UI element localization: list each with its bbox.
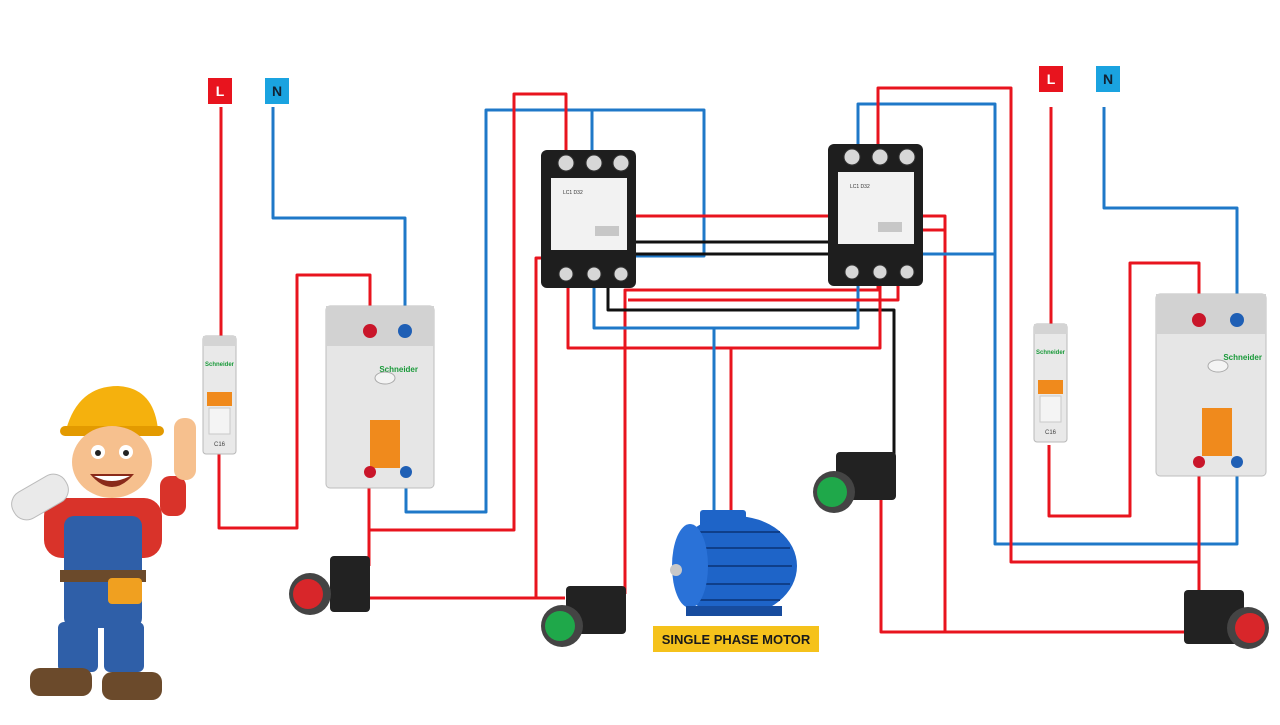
wire-right-rccb-L-out (876, 86, 1201, 564)
wire-mcb-to-rccb (217, 273, 372, 530)
wire-interlock-2 (608, 196, 840, 256)
wire-control-black (606, 268, 896, 462)
contactor-1-model: LC1 D32 (563, 190, 583, 196)
wire-left-N-to-rccb (271, 107, 407, 330)
wire-motor-blue (592, 286, 860, 330)
mcb-rating: C16 (214, 442, 226, 448)
wire-motor-red (566, 286, 882, 350)
wire-right-stop-to-start (879, 500, 1190, 634)
wire-rccb-N-out (404, 108, 706, 514)
motor-icon (670, 510, 797, 616)
stop-button-left[interactable] (289, 556, 370, 615)
start-button-right[interactable] (813, 452, 896, 513)
right-mcb-brand: Schneider (1036, 350, 1066, 356)
left-mcb: Schneider C16 (202, 335, 237, 455)
worker-mascot-icon (11, 386, 196, 700)
left-neutral-tag: N (265, 78, 289, 104)
contactor-2: LC1 D32 (828, 144, 923, 286)
rccb-brand: Schneider (379, 365, 418, 374)
right-mcb: Schneider C16 (1033, 323, 1068, 443)
right-neutral-tag: N (1096, 66, 1120, 92)
motor-label: SINGLE PHASE MOTOR (653, 626, 819, 652)
stop-button-right[interactable] (1184, 590, 1269, 649)
wire-right-N-to-rccb (1102, 107, 1239, 320)
left-rccb: Schneider (325, 305, 435, 489)
wire-right-mcb-to-rccb (1047, 261, 1201, 518)
right-mcb-rating: C16 (1045, 430, 1057, 436)
start-button-left[interactable] (541, 586, 626, 647)
wire-start-to-contactor-a (534, 256, 560, 598)
contactor-1: LC1 D32 (541, 150, 636, 288)
contactor-2-model: LC1 D32 (850, 184, 870, 190)
left-line-tag: L (208, 78, 232, 104)
mcb-brand: Schneider (205, 362, 235, 368)
right-rccb-brand: Schneider (1223, 353, 1262, 362)
wire-right-rccb-N-out (856, 102, 1239, 546)
wire-rccb-L-to-contactor (369, 92, 568, 532)
right-line-tag: L (1039, 66, 1063, 92)
right-rccb: Schneider (1155, 293, 1267, 477)
